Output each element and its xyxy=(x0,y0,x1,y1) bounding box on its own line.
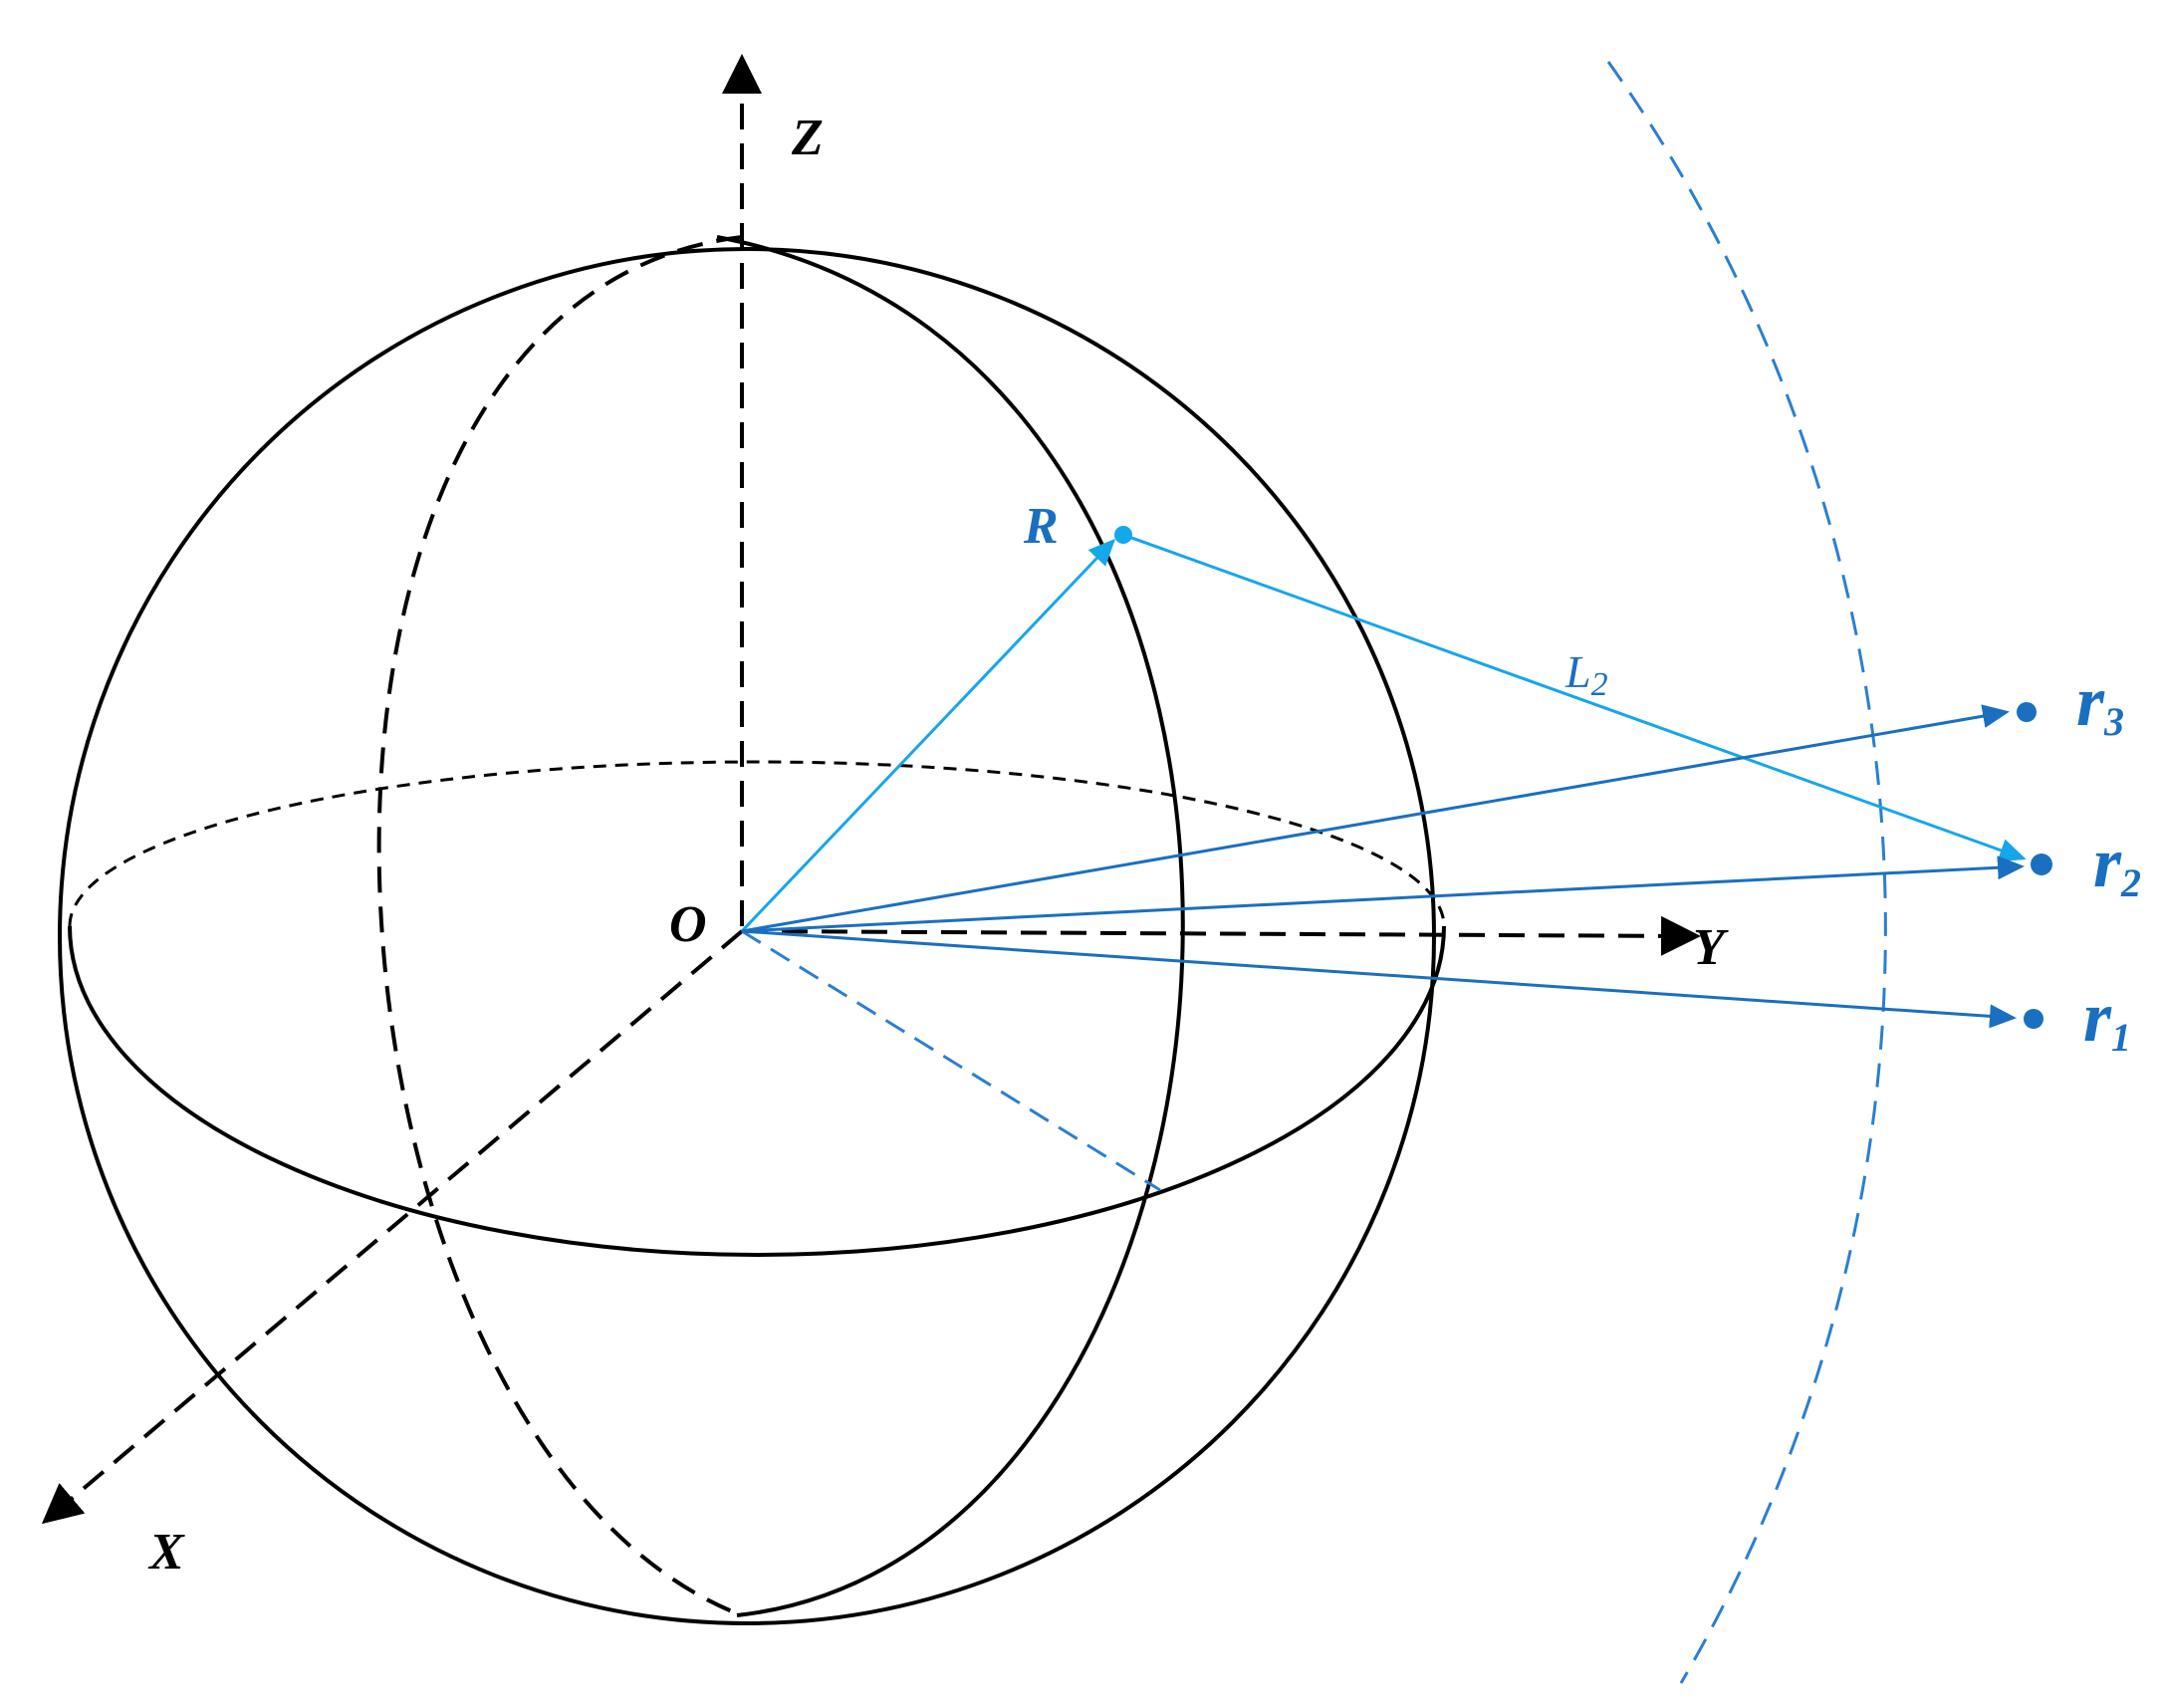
x-axis-label: X xyxy=(147,1524,185,1581)
l2-label: L2 xyxy=(1564,646,1608,703)
y-axis-label: Y xyxy=(1693,919,1729,976)
r2-vector xyxy=(741,855,2025,933)
r1-label: r1 xyxy=(2083,977,2131,1060)
equator-back-dashed xyxy=(68,760,1446,927)
l2-line xyxy=(1122,533,2027,862)
r2-point xyxy=(2031,854,2052,875)
r1-point xyxy=(2024,1009,2043,1029)
y-axis xyxy=(741,915,1701,956)
r1-vector xyxy=(741,929,2017,1029)
sphere-outline xyxy=(58,247,1436,1625)
projection-line xyxy=(741,929,1161,1192)
far-field-arc xyxy=(1606,61,1887,1684)
r3-label: r3 xyxy=(2076,661,2124,744)
meridian-back-dashed xyxy=(376,235,743,1617)
r2-label: r2 xyxy=(2093,823,2141,905)
r-vector xyxy=(740,538,1116,933)
r3-vector xyxy=(741,704,2010,933)
equator-front xyxy=(68,925,1446,1257)
meridian-front xyxy=(716,235,1185,1617)
origin-label: O xyxy=(669,896,707,953)
z-axis-label: Z xyxy=(791,110,824,166)
r3-point xyxy=(2017,702,2037,722)
r-label: R xyxy=(1023,498,1059,555)
x-axis xyxy=(41,929,744,1525)
